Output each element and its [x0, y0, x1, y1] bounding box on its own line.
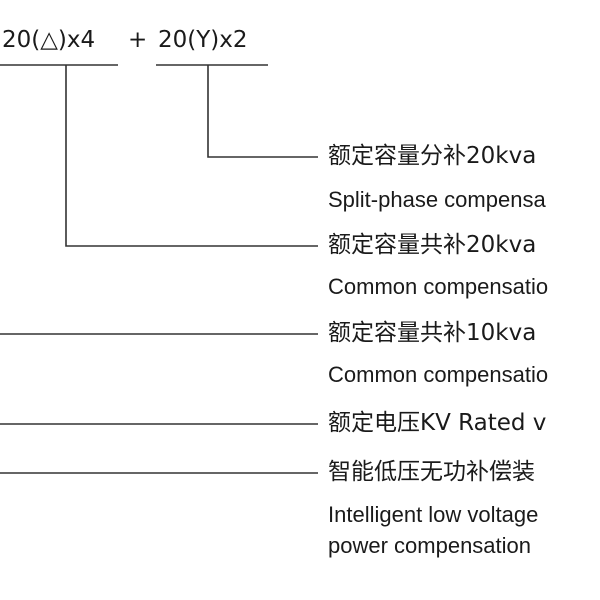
label-1-en: Split-phase compensa	[328, 187, 546, 212]
leader-line-1	[207, 65, 318, 158]
label-3-en: Common compensatio	[328, 362, 549, 387]
header-segment-a: 20(△)x4	[2, 27, 96, 53]
label-2-cn: 额定容量共补20kva	[328, 232, 537, 258]
header-plus: +	[128, 27, 148, 53]
header-segment-b: 20(Y)x2	[158, 27, 248, 53]
label-5-en2: power compensation	[328, 533, 532, 558]
label-1-cn: 额定容量分补20kva	[328, 143, 537, 169]
leader-line-2	[65, 65, 318, 247]
label-3-cn: 额定容量共补10kva	[328, 320, 537, 346]
label-2-en: Common compensatio	[328, 274, 549, 299]
label-5-cn: 智能低压无功补偿装	[328, 459, 535, 485]
label-5-en: Intelligent low voltage	[328, 502, 539, 527]
label-4-cn: 额定电压KV Rated v	[328, 410, 547, 436]
